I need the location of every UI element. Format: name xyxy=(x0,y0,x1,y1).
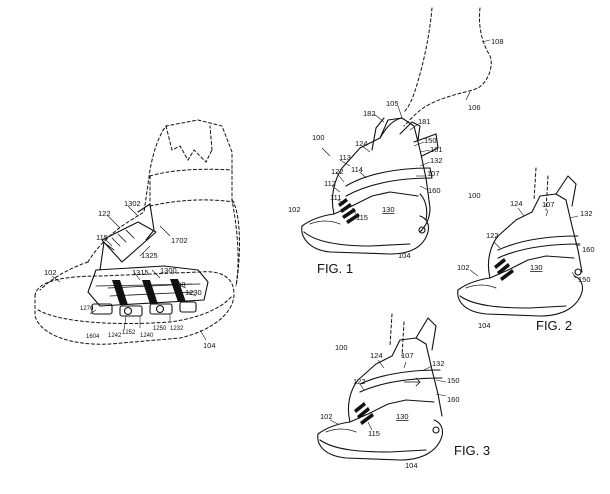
ref-181: 181 xyxy=(418,117,431,126)
ref-102: 102 xyxy=(44,268,57,277)
ref-100: 100 xyxy=(468,191,481,200)
ref-122: 122 xyxy=(486,231,499,240)
fig3-leaders xyxy=(329,359,447,431)
ref-100: 100 xyxy=(312,133,325,142)
ref-1325: 1325 xyxy=(141,251,158,260)
fig1-leaders xyxy=(321,39,491,215)
ref-132: 132 xyxy=(432,359,445,368)
ref-150: 150 xyxy=(578,275,591,284)
figure-2: 100 124 107 132 122 160 102 130 150 104 … xyxy=(457,167,595,333)
ref-112: 112 xyxy=(324,179,336,188)
ref-160: 160 xyxy=(428,186,441,195)
ref-130: 130 xyxy=(396,412,409,421)
ref-124: 124 xyxy=(510,199,523,208)
fig3-reference-numerals: 100 124 107 132 122 150 160 102 130 115 … xyxy=(320,343,490,470)
ref-1315: 1315 xyxy=(132,268,149,277)
ref-d8: D8 xyxy=(176,280,186,289)
shoe-fig1 xyxy=(301,117,439,255)
ref-106: 106 xyxy=(468,103,481,112)
ref-124: 124 xyxy=(355,139,368,148)
ref-104: 104 xyxy=(478,321,491,330)
ref-115: 115 xyxy=(368,429,380,438)
ref-107: 107 xyxy=(542,200,555,209)
ref-102: 102 xyxy=(457,263,470,272)
ref-1250: 1250 xyxy=(153,326,167,332)
ref-124: 124 xyxy=(370,351,383,360)
perspective-view: 122 1302 115 1325 1702 102 1315 1300 D8 … xyxy=(34,119,240,350)
ref-1242: 1242 xyxy=(108,333,122,339)
fig2-caption: FIG. 2 xyxy=(536,318,572,333)
ref-130: 130 xyxy=(382,205,395,214)
ref-130: 130 xyxy=(530,263,543,272)
ref-113: 113 xyxy=(339,153,351,162)
ref-150: 150 xyxy=(447,376,460,385)
ref-122: 122 xyxy=(98,209,111,218)
ref-1232: 1232 xyxy=(170,326,184,332)
ref-1702: 1702 xyxy=(171,236,188,245)
ref-132: 132 xyxy=(430,156,443,165)
ref-1604: 1604 xyxy=(86,334,100,340)
ref-1270: 1270 xyxy=(80,306,94,312)
ref-150: 150 xyxy=(424,136,437,145)
ref-104: 104 xyxy=(405,461,418,470)
ref-115: 115 xyxy=(356,213,368,222)
ref-160: 160 xyxy=(447,395,460,404)
ref-107: 107 xyxy=(401,351,414,360)
ref-1240: 1240 xyxy=(140,333,154,339)
ref-160: 160 xyxy=(582,245,595,254)
foot-outline-dashed xyxy=(403,7,492,127)
ref-1252: 1252 xyxy=(122,330,136,336)
ref-122: 122 xyxy=(353,377,366,386)
ref-114: 114 xyxy=(351,165,363,174)
figure-1: 108 105 106 182 181 100 124 150 161 113 … xyxy=(288,7,504,276)
ref-115: 115 xyxy=(96,233,108,242)
ref-111: 111 xyxy=(330,193,341,202)
figure-3: 100 124 107 132 122 150 160 102 130 115 … xyxy=(317,313,490,470)
fig1-caption: FIG. 1 xyxy=(317,261,353,276)
dashed-shoe-outline xyxy=(34,119,240,345)
ref-104: 104 xyxy=(203,341,216,350)
ref-100: 100 xyxy=(335,343,348,352)
left-leaders xyxy=(51,205,207,341)
ref-102: 102 xyxy=(288,205,301,214)
fig2-reference-numerals: 100 124 107 132 122 160 102 130 150 104 … xyxy=(457,191,595,333)
fig2-leaders xyxy=(469,207,581,279)
lacing-engine xyxy=(87,203,209,317)
ref-108: 108 xyxy=(491,37,504,46)
ref-182: 182 xyxy=(363,109,376,118)
ref-102: 102 xyxy=(320,412,333,421)
ref-122: 122 xyxy=(331,167,344,176)
left-reference-numerals: 122 1302 115 1325 1702 102 1315 1300 D8 … xyxy=(44,199,216,350)
ref-105: 105 xyxy=(386,99,399,108)
ref-1300: 1300 xyxy=(160,266,177,275)
ref-132: 132 xyxy=(580,209,593,218)
fig3-caption: FIG. 3 xyxy=(454,443,490,458)
ref-104: 104 xyxy=(398,251,411,260)
ref-161: 161 xyxy=(430,145,443,154)
fig1-reference-numerals: 108 105 106 182 181 100 124 150 161 113 … xyxy=(288,37,504,276)
ref-1302: 1302 xyxy=(124,199,141,208)
shoe-fig2 xyxy=(457,167,584,317)
ref-107: 107 xyxy=(427,169,440,178)
ref-1230: 1230 xyxy=(185,288,202,297)
shoe-fig3 xyxy=(317,313,444,461)
